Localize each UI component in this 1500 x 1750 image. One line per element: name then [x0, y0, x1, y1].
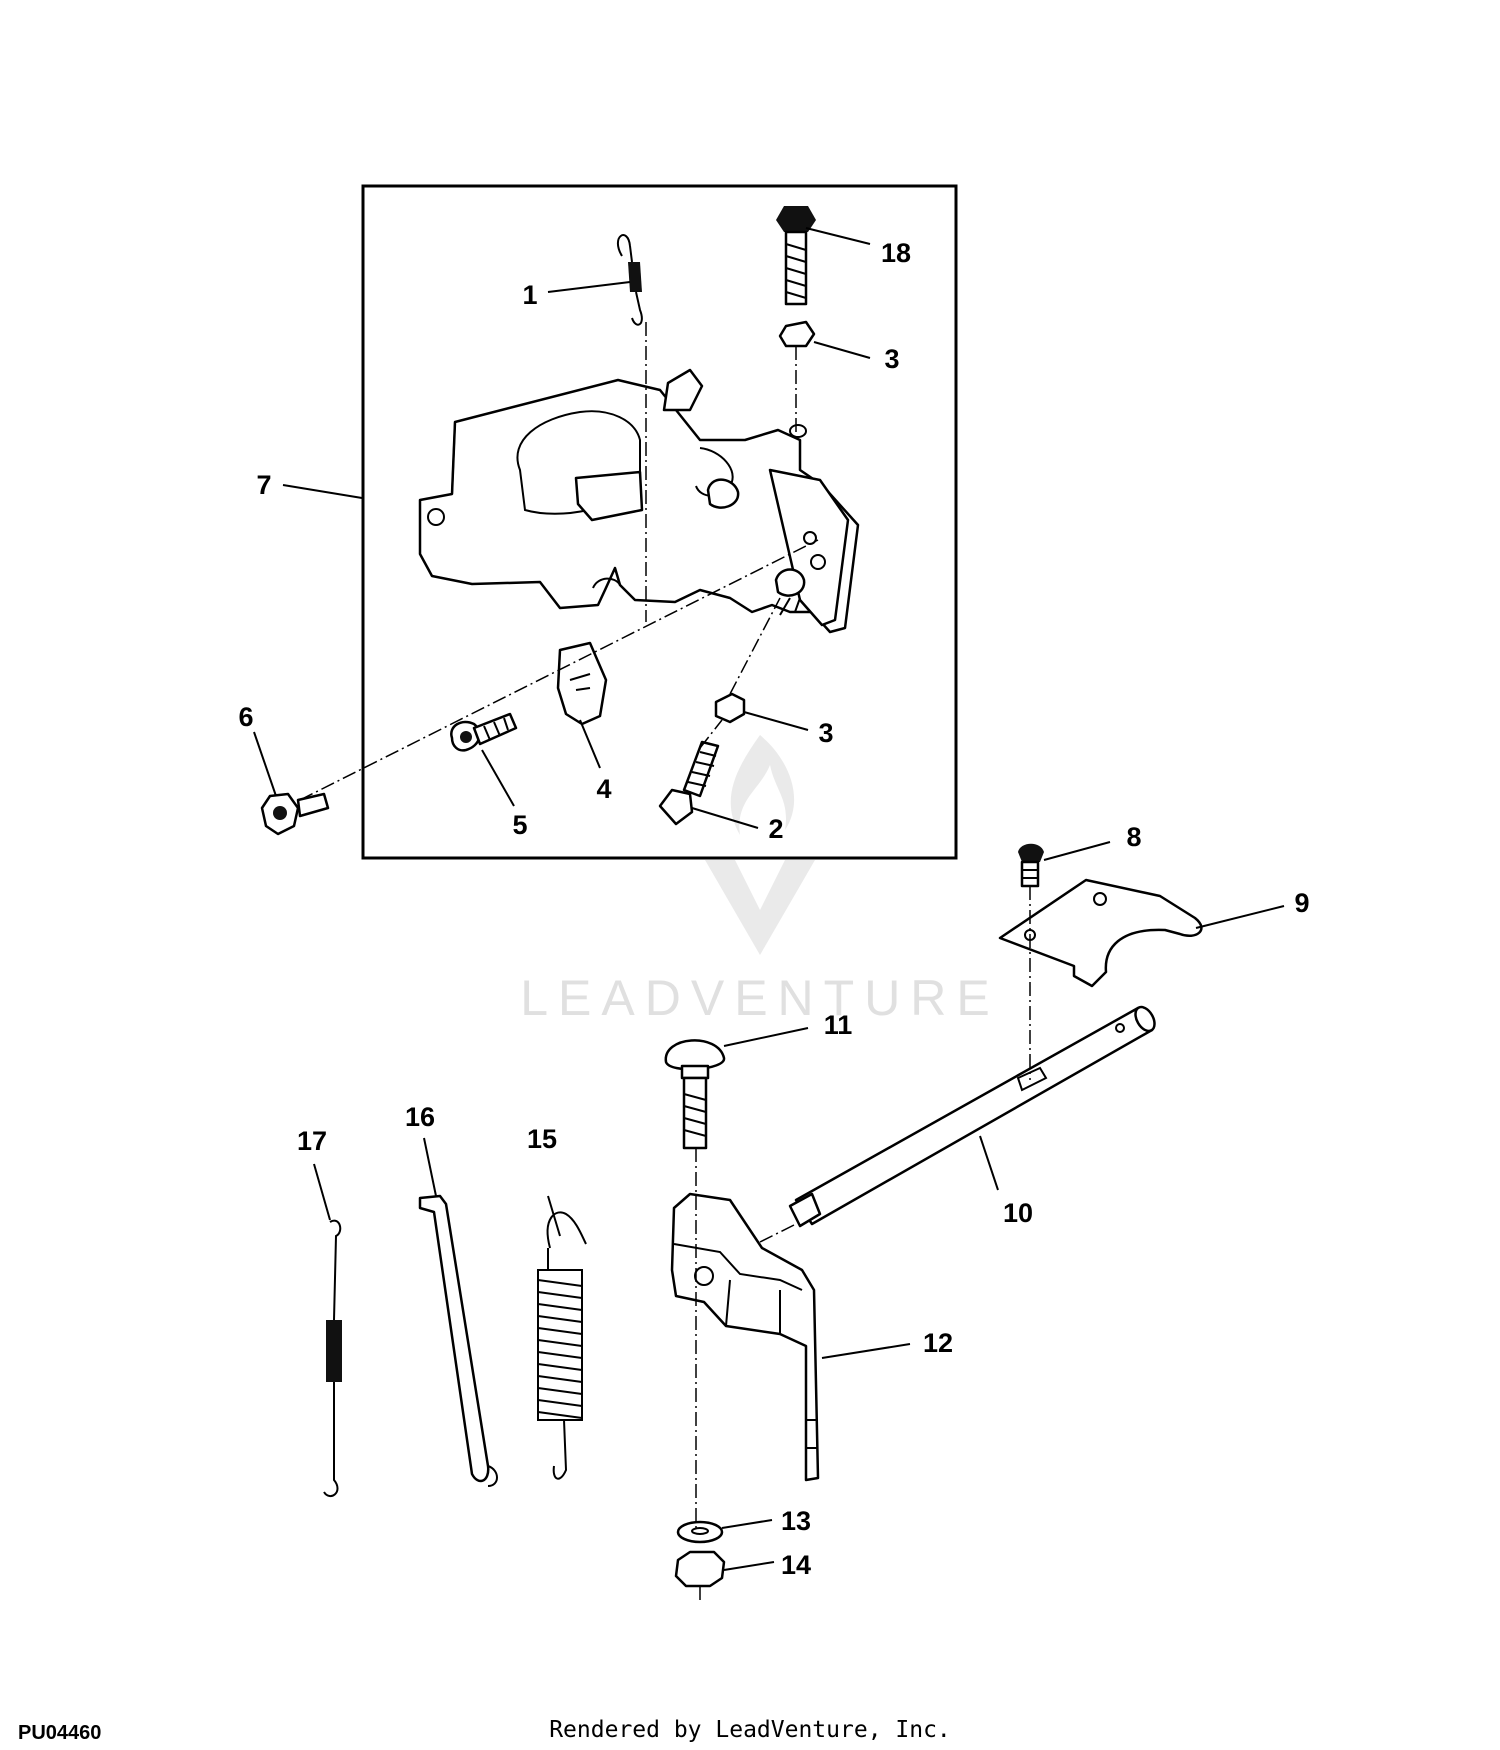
watermark-text: LEADVENTURE — [520, 970, 1000, 1026]
callout-7: 7 — [256, 470, 271, 500]
nut-part-3-lower — [714, 692, 746, 724]
callout-6: 6 — [238, 702, 253, 732]
callout-15: 15 — [527, 1124, 557, 1154]
screw-part-8 — [1018, 843, 1044, 888]
callout-18: 18 — [881, 238, 911, 268]
callout-3-lower: 3 — [818, 718, 833, 748]
callout-17: 17 — [297, 1126, 327, 1156]
bolt-part-2 — [658, 740, 720, 826]
callout-5: 5 — [512, 810, 527, 840]
bolt-part-18 — [776, 206, 816, 306]
callout-4: 4 — [596, 774, 611, 804]
bellcrank-part-12 — [670, 1192, 820, 1482]
callout-11: 11 — [824, 1010, 853, 1040]
callout-1: 1 — [522, 280, 537, 310]
shaft-part-10 — [788, 1005, 1156, 1228]
leadventure-watermark-logo — [705, 735, 815, 955]
callout-2: 2 — [768, 814, 783, 844]
spring-large-part-15 — [537, 1211, 587, 1480]
callout-9: 9 — [1294, 888, 1309, 918]
callout-14: 14 — [781, 1550, 811, 1580]
bolt-part-6 — [260, 792, 330, 836]
callout-16: 16 — [405, 1102, 435, 1132]
nut-part-3-top — [778, 320, 816, 348]
clip-part-4 — [556, 641, 608, 726]
callout-13: 13 — [781, 1506, 811, 1536]
spring-small-part-1 — [616, 234, 643, 326]
washer-part-13 — [676, 1520, 724, 1544]
bolt-part-5 — [450, 712, 518, 752]
rod-part-16 — [418, 1194, 498, 1487]
rendered-by-footer: Rendered by LeadVenture, Inc. — [549, 1717, 951, 1743]
carriage-bolt-part-11 — [664, 1039, 726, 1150]
control-bracket-part-7 — [418, 368, 860, 634]
callout-3-top: 3 — [884, 344, 899, 374]
callout-12: 12 — [923, 1328, 953, 1358]
callout-8: 8 — [1126, 822, 1141, 852]
nut-part-14 — [674, 1550, 726, 1588]
diagram-code: PU04460 — [18, 1722, 102, 1744]
callout-10: 10 — [1003, 1198, 1033, 1228]
spring-part-17 — [323, 1219, 342, 1498]
inset-box — [361, 184, 958, 860]
